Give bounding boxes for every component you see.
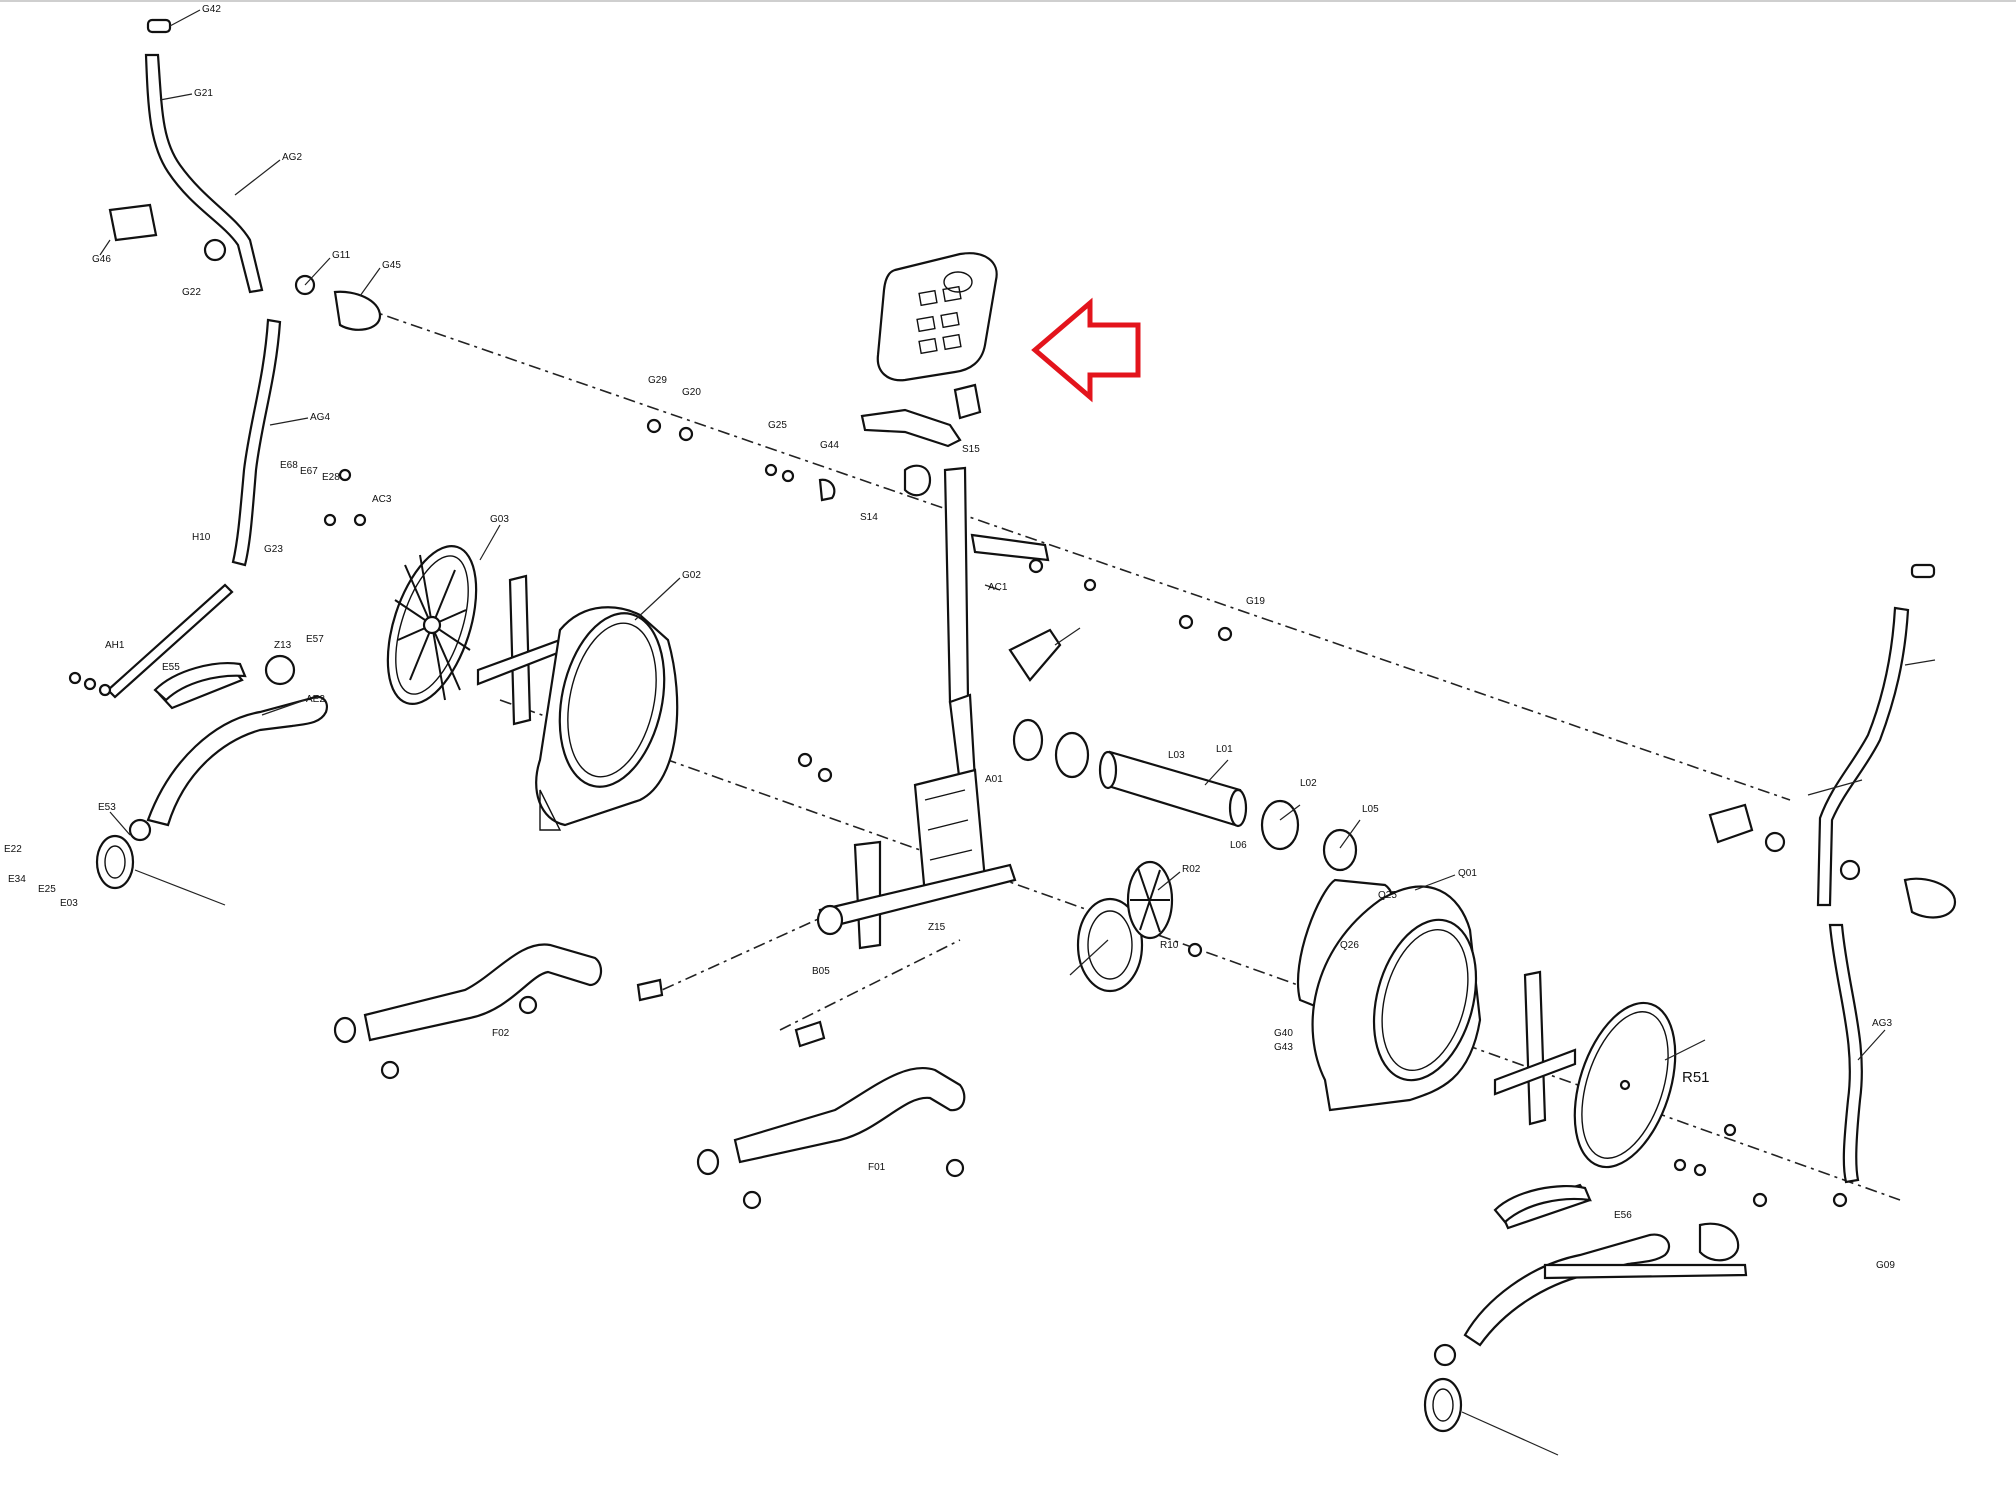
label-G11: G11	[332, 250, 351, 261]
label-E55: E55	[162, 662, 180, 673]
label-AG3: AG3	[1872, 1018, 1892, 1029]
label-G21: G21	[194, 88, 213, 99]
left-connector-AH1	[106, 583, 234, 699]
label-R51: R51	[1682, 1069, 1710, 1086]
label-E03: E03	[60, 898, 78, 909]
bushing-Q05	[1008, 628, 1062, 682]
left-wheel	[95, 834, 226, 906]
left-bracket-plate	[476, 574, 562, 726]
red-pointer-arrow	[1031, 297, 1141, 403]
label-G45: G45	[382, 260, 401, 271]
label-G46: G46	[92, 254, 111, 265]
left-pedal-assembly	[106, 583, 328, 842]
left-lower-arm	[231, 318, 282, 567]
label-E57: E57	[306, 634, 324, 645]
label-F01: F01	[868, 1162, 886, 1173]
label-G23: G23	[264, 544, 283, 555]
label-H10: H10	[192, 532, 211, 543]
tube-L01	[1103, 750, 1242, 827]
label-G20: G20	[682, 387, 701, 398]
handlebar-cap	[146, 18, 172, 34]
label-G43: G43	[1274, 1042, 1293, 1053]
label-E68: E68	[280, 460, 298, 471]
bushing-G45	[333, 290, 382, 331]
crank-tube-assembly	[1012, 718, 1358, 872]
label-G40: G40	[1274, 1028, 1293, 1039]
label-R10: R10	[1160, 940, 1179, 951]
right-handlebars	[1708, 563, 1957, 1184]
foam-grip-G46	[108, 203, 158, 242]
label-G09: G09	[1876, 1260, 1895, 1271]
label-AG2: AG2	[282, 152, 302, 163]
label-E28: E28	[322, 472, 340, 483]
label-L02: L02	[1300, 778, 1317, 789]
label-G29: G29	[648, 375, 667, 386]
handlebar-mount	[860, 408, 962, 448]
left-flywheel	[386, 545, 478, 705]
label-L05: L05	[1362, 804, 1379, 815]
label-AC3: AC3	[372, 494, 392, 505]
label-E22: E22	[4, 844, 22, 855]
console-assembly	[860, 252, 1062, 704]
label-F02: F02	[492, 1028, 510, 1039]
label-E53: E53	[98, 802, 116, 813]
label-G42: G42	[202, 4, 221, 15]
label-AH1: AH1	[105, 640, 125, 651]
label-L01: L01	[1216, 744, 1233, 755]
label-G19: G19	[1246, 596, 1265, 607]
label-E34: E34	[8, 874, 26, 885]
label-R02: R02	[1182, 864, 1201, 875]
label-G02: G02	[682, 570, 701, 581]
center-stabilizer	[696, 1020, 966, 1210]
label-Q25: Q25	[1378, 890, 1397, 901]
label-E25: E25	[38, 884, 56, 895]
label-Z15: Z15	[928, 922, 946, 933]
label-AE2: AE2	[306, 694, 325, 705]
right-foam-grip	[1708, 803, 1754, 844]
main-frame	[816, 693, 1017, 950]
part-labels: G42 G21 AG2 G46 G11 G22 G45 G29 G20 G25 …	[4, 4, 1895, 1271]
console-unit	[876, 252, 998, 382]
right-cover-shell	[1296, 878, 1482, 1112]
right-bracket-plate	[1493, 970, 1577, 1126]
label-L06: L06	[1230, 840, 1247, 851]
left-upper-handlebar	[108, 18, 382, 331]
left-cover-shell	[535, 606, 679, 831]
label-G22: G22	[182, 287, 201, 298]
label-AG4: AG4	[310, 412, 330, 423]
label-S14: S14	[860, 512, 878, 523]
label-L03: L03	[1168, 750, 1185, 761]
crank-pulleys	[1076, 860, 1174, 993]
label-Z13: Z13	[274, 640, 292, 651]
right-pedal-assembly	[1433, 1183, 1748, 1367]
label-G03: G03	[490, 514, 509, 525]
label-AC1: AC1	[988, 582, 1008, 593]
fasteners	[68, 418, 1848, 1208]
right-wheel	[1423, 1377, 1559, 1456]
label-B05: B05	[812, 966, 830, 977]
main-column-AC1	[943, 466, 970, 704]
label-E67: E67	[300, 466, 318, 477]
right-flywheel	[1573, 1001, 1677, 1169]
label-E56: E56	[1614, 1210, 1632, 1221]
right-connector-AH1	[1543, 1263, 1748, 1280]
label-G25: G25	[768, 420, 787, 431]
label-Q01: Q01	[1458, 868, 1477, 879]
label-A01: A01	[985, 774, 1003, 785]
label-G44: G44	[820, 440, 839, 451]
left-stabilizer	[333, 943, 664, 1080]
label-Q26: Q26	[1340, 940, 1359, 951]
label-S15: S15	[962, 444, 980, 455]
leader-lines	[99, 9, 1936, 1061]
right-handlebar-cap	[1910, 563, 1936, 579]
